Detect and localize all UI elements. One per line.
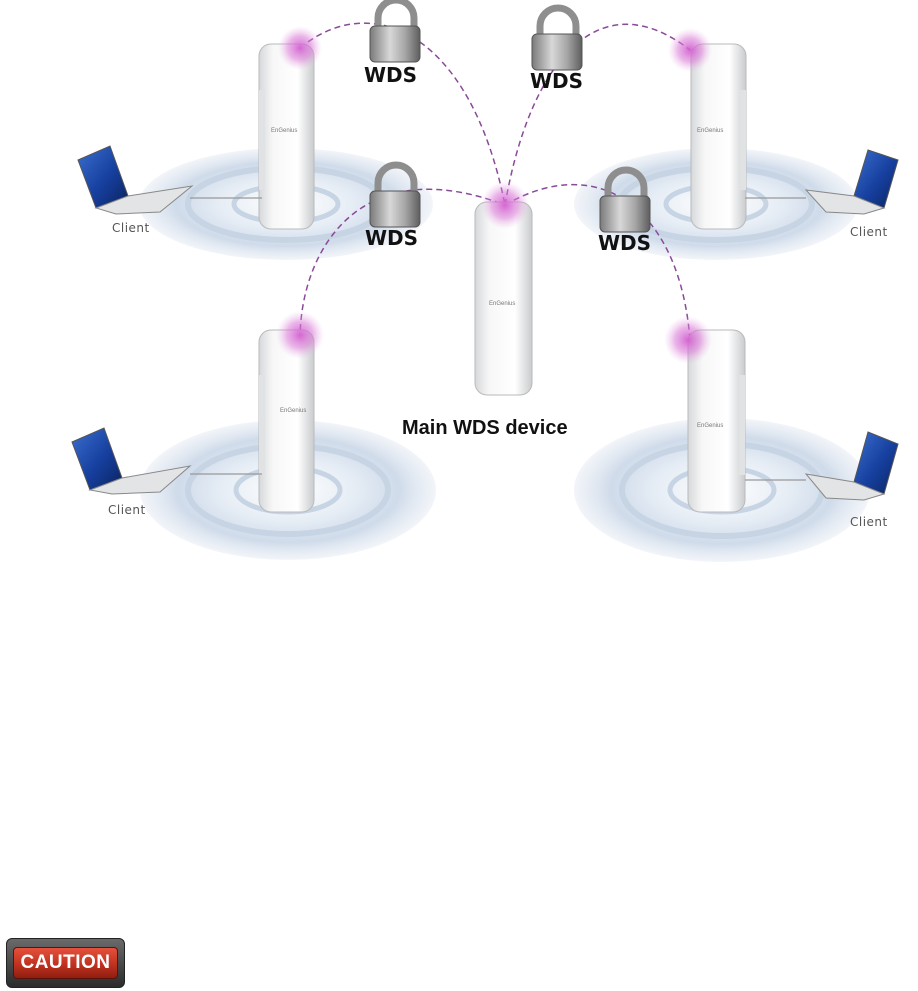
client-label: Client [850, 515, 888, 529]
brand-label: EnGenius [697, 423, 723, 429]
client-label: Client [112, 221, 150, 235]
access-point-top-left: EnGenius [259, 44, 314, 229]
wds-label: WDS [530, 69, 583, 93]
caution-badge: CAUTION [6, 938, 125, 988]
wds-label: WDS [598, 231, 651, 255]
wds-topology-diagram: EnGenius EnGenius EnGenius EnGenius EnGe… [0, 0, 918, 600]
main-wds-device: EnGenius [475, 202, 532, 395]
brand-label: EnGenius [271, 128, 297, 134]
access-point-top-right: EnGenius [691, 44, 746, 229]
wds-label: WDS [365, 226, 418, 250]
client-label: Client [108, 503, 146, 517]
wds-label: WDS [364, 63, 417, 87]
brand-label: EnGenius [280, 408, 306, 414]
padlock-icon [370, 0, 420, 62]
main-device-label: Main WDS device [402, 417, 568, 439]
brand-label: EnGenius [489, 301, 515, 307]
client-label: Client [850, 225, 888, 239]
caution-label: CAUTION [13, 947, 118, 979]
padlock-icon [532, 8, 582, 70]
brand-label: EnGenius [697, 128, 723, 134]
